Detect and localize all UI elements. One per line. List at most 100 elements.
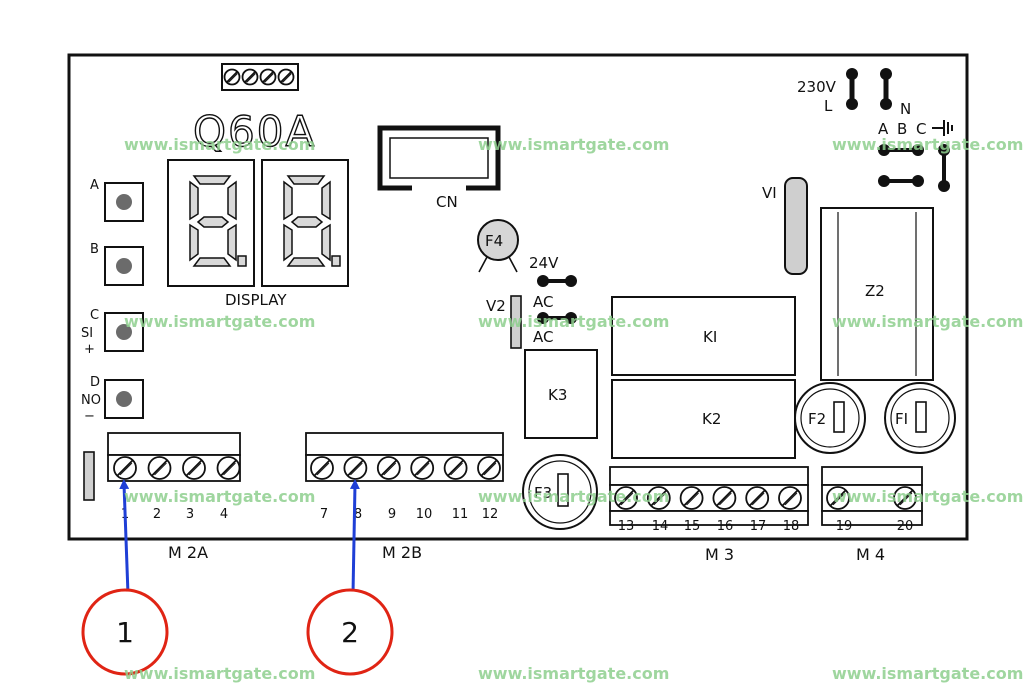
terminal-label: 15 — [684, 519, 701, 534]
display-decimal-point — [237, 255, 247, 267]
display-segment — [192, 175, 232, 185]
display-segment — [290, 216, 324, 228]
terminal-block-name: M 4 — [856, 545, 885, 564]
fuse-f2 — [794, 382, 866, 454]
screw-icon — [410, 456, 435, 480]
terminal-block-name: M 3 — [705, 545, 734, 564]
display-decimal-point — [331, 255, 341, 267]
ground-icon — [932, 120, 953, 136]
display-label: DISPLAY — [225, 291, 287, 309]
relay-k3 — [524, 349, 598, 439]
watermark-text: www.ismartgate.com — [124, 312, 315, 331]
supply-n-label: N — [900, 100, 911, 118]
terminal-block-name: M 2B — [382, 543, 422, 562]
fuse-f4-label: F4 — [485, 232, 503, 250]
display-segment — [189, 223, 199, 262]
terminal-label: 8 — [354, 507, 362, 522]
watermark-text: www.ismartgate.com — [478, 135, 669, 154]
supply-jumper-n — [880, 68, 892, 110]
connector-cn — [377, 125, 501, 192]
watermark-text: www.ismartgate.com — [832, 487, 1023, 506]
fuse-f1 — [884, 382, 956, 454]
terminal-label: 19 — [836, 519, 853, 534]
varistor-v2 — [510, 295, 522, 349]
terminal-block-m2a: 1234M 2A — [107, 432, 241, 562]
callout-arrow — [119, 479, 130, 595]
terminal-label: 12 — [482, 507, 499, 522]
screw-icon — [259, 68, 277, 86]
screw-icon — [147, 456, 172, 480]
supply-jumper-l — [846, 68, 858, 110]
callout-circle — [81, 588, 169, 676]
jumper-a-label: A — [878, 120, 889, 138]
screw-icon — [614, 486, 638, 510]
board-button-c[interactable] — [104, 312, 144, 352]
screw-icon — [679, 486, 704, 510]
jumper-24v — [537, 275, 577, 287]
button-sub-label: − — [84, 409, 95, 424]
callout-2: 2 — [306, 479, 394, 676]
board-button-b[interactable] — [104, 246, 144, 286]
button-key-label: C — [90, 308, 99, 323]
display-segment — [227, 180, 237, 221]
terminal-label: 9 — [388, 507, 396, 522]
jumper-c-label: C — [916, 120, 926, 138]
varistor-v1 — [784, 177, 808, 275]
varistor-v2-label: V2 — [486, 297, 506, 315]
watermark-text: www.ismartgate.com — [124, 487, 315, 506]
callout-number: 1 — [116, 616, 134, 649]
terminal-block-m4: 19 20 M 4 — [821, 466, 923, 564]
screw-icon — [778, 486, 802, 510]
screw-icon — [113, 456, 137, 480]
watermark-text: www.ismartgate.com — [124, 135, 315, 154]
ac-label-2: AC — [533, 328, 553, 346]
terminal-label: 18 — [783, 519, 800, 534]
callout-1: 1 — [81, 479, 169, 676]
screw-icon — [646, 486, 671, 510]
screw-icon — [310, 456, 334, 480]
terminal-block-name: M 2A — [168, 543, 208, 562]
board-button-a[interactable] — [104, 182, 144, 222]
fuse-f3-label: F3 — [534, 484, 552, 502]
terminal-label: 13 — [618, 519, 635, 534]
fuse-f1-label: FI — [895, 410, 908, 428]
display-segment — [283, 180, 293, 221]
watermark-text: www.ismartgate.com — [832, 312, 1023, 331]
screw-icon — [376, 456, 401, 480]
button-key-label: B — [90, 242, 99, 257]
terminal-label: 3 — [186, 507, 194, 522]
top-connector — [221, 63, 299, 91]
fuse-f3 — [522, 454, 598, 530]
supply-230v-label: 230V — [797, 78, 837, 96]
terminal-label: 7 — [320, 507, 328, 522]
side-component — [83, 451, 95, 501]
terminal-label: 11 — [452, 507, 469, 522]
terminal-label: 2 — [153, 507, 161, 522]
board-button-d[interactable] — [104, 379, 144, 419]
watermarks: www.ismartgate.com www.ismartgate.com ww… — [124, 135, 1023, 683]
terminal-label: 17 — [750, 519, 767, 534]
connector-cn-label: CN — [436, 193, 458, 211]
ac-label-1: AC — [533, 293, 553, 311]
callout-circle — [306, 588, 394, 676]
button-key-label: A — [90, 178, 99, 193]
transformer-z2 — [820, 207, 934, 381]
screw-icon — [712, 486, 737, 510]
watermark-text: www.ismartgate.com — [832, 664, 1023, 683]
callout-arrow — [349, 479, 360, 595]
display-segment — [321, 180, 331, 221]
relay-k1-label: KI — [703, 328, 717, 346]
display-segment — [286, 257, 326, 267]
watermark-text: www.ismartgate.com — [478, 664, 669, 683]
terminal-label: 16 — [717, 519, 734, 534]
terminal-label: 20 — [897, 519, 914, 534]
display-segment — [283, 223, 293, 262]
terminal-label: 4 — [220, 507, 228, 522]
button-sub-label: + — [84, 342, 95, 357]
screw-icon — [277, 68, 295, 86]
screw-icon — [216, 456, 241, 480]
